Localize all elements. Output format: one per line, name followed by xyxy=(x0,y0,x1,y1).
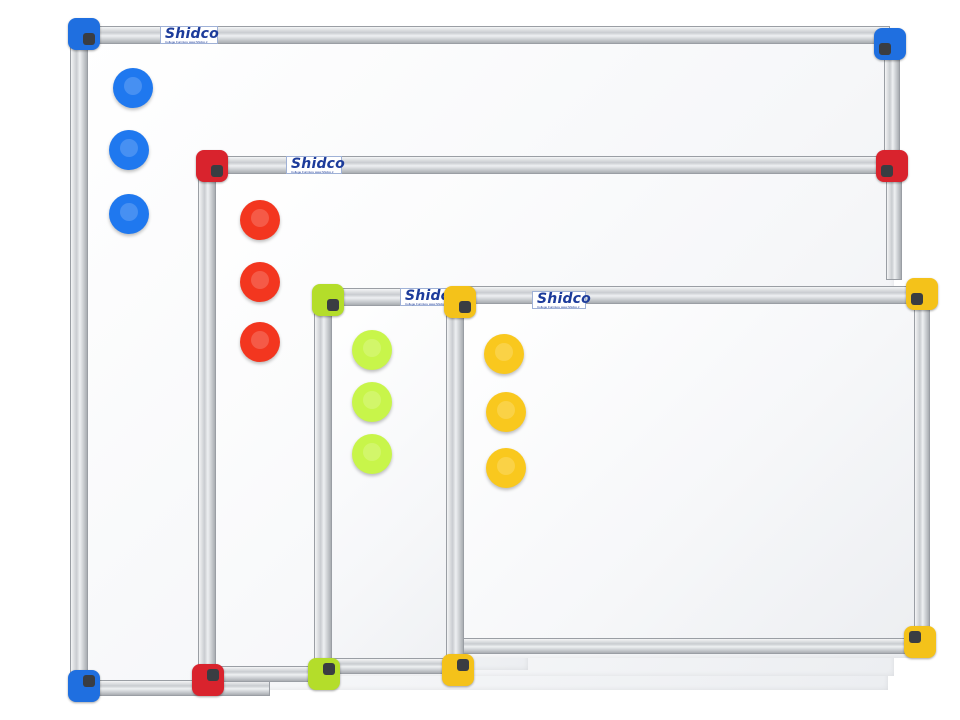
right-frame xyxy=(914,300,930,640)
corner-cap xyxy=(196,150,228,182)
magnet[interactable] xyxy=(240,200,280,240)
brand-tagline: College Furniture www.Shidco.ir xyxy=(165,40,208,44)
magnet[interactable] xyxy=(352,434,392,474)
corner-cap xyxy=(874,28,906,60)
brand-name: Shidco xyxy=(537,291,591,307)
left-frame xyxy=(314,302,332,668)
magnet[interactable] xyxy=(109,194,149,234)
corner-cap xyxy=(906,278,938,310)
brand-logo: Shidco College Furniture www.Shidco.ir xyxy=(160,26,219,44)
top-frame xyxy=(458,286,928,304)
brand-tagline: College Furniture www.Shidco.ir xyxy=(291,170,334,174)
corner-cap xyxy=(876,150,908,182)
bottom-frame xyxy=(460,638,920,654)
corner-cap xyxy=(68,18,100,50)
brand-name: Shidco xyxy=(165,26,219,42)
corner-cap xyxy=(308,658,340,690)
magnet[interactable] xyxy=(109,130,149,170)
corner-cap xyxy=(68,670,100,702)
magnet[interactable] xyxy=(486,392,526,432)
left-frame xyxy=(198,170,216,676)
magnet[interactable] xyxy=(484,334,524,374)
bottom-frame xyxy=(80,680,270,696)
brand-logo: Shidco College Furniture www.Shidco.ir xyxy=(532,291,591,309)
right-frame xyxy=(886,170,902,280)
brand-tagline: College Furniture www.Shidco.ir xyxy=(405,302,448,306)
corner-cap xyxy=(312,284,344,316)
magnet[interactable] xyxy=(352,330,392,370)
magnet[interactable] xyxy=(240,322,280,362)
magnet[interactable] xyxy=(240,262,280,302)
corner-cap xyxy=(442,654,474,686)
magnet[interactable] xyxy=(113,68,153,108)
bottom-frame xyxy=(330,658,450,674)
brand-tagline: College Furniture www.Shidco.ir xyxy=(537,305,580,309)
bottom-frame xyxy=(210,666,320,682)
board-surface xyxy=(460,300,922,658)
magnet[interactable] xyxy=(486,448,526,488)
left-frame xyxy=(70,40,88,688)
brand-logo: Shidco College Furniture www.Shidco.ir xyxy=(286,156,345,174)
corner-cap xyxy=(904,626,936,658)
brand-name: Shidco xyxy=(291,156,345,172)
corner-cap xyxy=(192,664,224,696)
corner-cap xyxy=(444,286,476,318)
left-frame xyxy=(446,300,464,660)
magnet[interactable] xyxy=(352,382,392,422)
